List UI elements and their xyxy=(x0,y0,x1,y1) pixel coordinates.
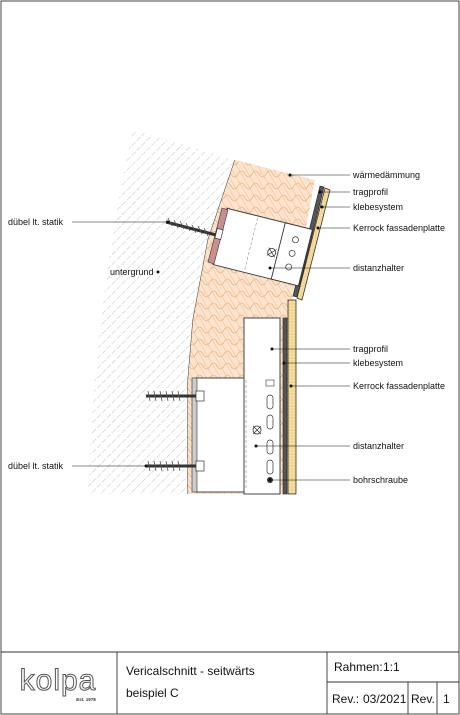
label-kerrock-bottom: Kerrock fassadenplatte xyxy=(353,381,445,391)
label-tragprofil-top: tragprofil xyxy=(353,187,388,197)
revision-date: 03/2021 xyxy=(363,692,407,706)
label-untergrund: untergrund xyxy=(110,267,154,277)
revision-label-2: Rev. xyxy=(411,692,435,706)
label-duebel-bottom: dübel lt. statik xyxy=(8,461,64,471)
duebel-upper xyxy=(165,217,224,241)
leader-lines xyxy=(72,173,350,482)
kerrock-panel-lower xyxy=(287,299,297,495)
label-kerrock-top: Kerrock fassadenplatte xyxy=(353,223,445,233)
revision-label: Rev.: xyxy=(332,692,360,706)
tragprofil-lower xyxy=(282,317,288,495)
label-bohrschraube: bohrschraube xyxy=(353,475,408,485)
label-waermedaemmung: wärmedämmung xyxy=(352,170,420,180)
drawing-subtitle: beispiel C xyxy=(126,686,179,700)
label-klebesystem-bottom: klebesystem xyxy=(353,358,403,368)
label-distanzhalter-top: distanzhalter xyxy=(353,263,404,273)
distanzhalter-lower xyxy=(195,317,281,495)
kolpa-logo: kolpa Est. 1978 xyxy=(19,664,97,703)
wall-plate-lower xyxy=(191,377,198,493)
scale-value: 1:1 xyxy=(383,660,400,674)
label-distanzhalter-bottom: distanzhalter xyxy=(353,441,404,451)
duebel-lower-1 xyxy=(146,390,205,402)
scale-label: Rahmen: xyxy=(334,660,383,674)
svg-text:Est. 1978: Est. 1978 xyxy=(76,697,96,702)
distanzhalter-upper xyxy=(212,207,313,287)
substrate-wall xyxy=(88,130,235,494)
title-block-frame xyxy=(1,651,459,714)
label-klebesystem-top: klebesystem xyxy=(353,202,403,212)
svg-text:kolpa: kolpa xyxy=(20,664,97,697)
label-duebel-top: dübel lt. statik xyxy=(8,217,64,227)
kerrock-panel-upper xyxy=(296,187,331,301)
duebel-lower-2 xyxy=(146,460,205,472)
label-tragprofil-bottom: tragprofil xyxy=(353,344,388,354)
drawing-title: Vericalschnitt - seitwärts xyxy=(126,664,255,678)
revision-number: 1 xyxy=(443,692,450,706)
